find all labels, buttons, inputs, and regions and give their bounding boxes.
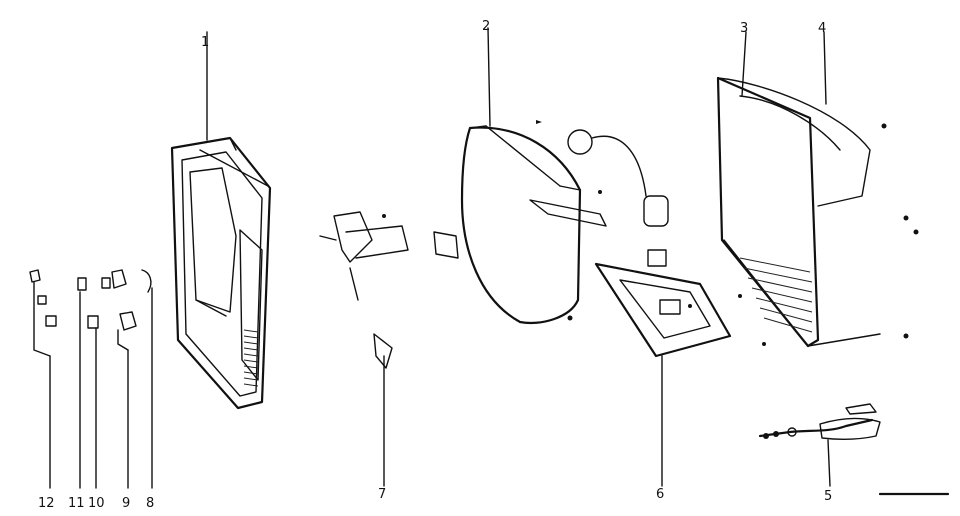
front-cabinet: [170, 31, 272, 410]
leader-line-4: [823, 31, 827, 105]
callout-label-4: 4: [818, 21, 826, 36]
knob-12-shape: [29, 269, 41, 283]
callout-label-9: 9: [122, 496, 130, 511]
knob-group: [29, 269, 153, 489]
knob-10-shape: [87, 315, 99, 329]
callout-label-7: 7: [378, 487, 386, 502]
callout-label-12: 12: [38, 496, 55, 511]
leader-line-5: [827, 439, 831, 487]
callout-label-10: 10: [88, 496, 105, 511]
callout-label-6: 6: [656, 487, 664, 502]
power-cord: [758, 403, 950, 496]
callout-label-11: 11: [68, 496, 85, 511]
knob-11-shape: [77, 277, 87, 291]
callout-label-5: 5: [824, 489, 832, 504]
leader-line-2: [487, 27, 491, 127]
callout-label-2: 2: [482, 19, 490, 34]
callout-label-8: 8: [146, 496, 154, 511]
main-chassis-board: [594, 195, 742, 487]
callout-label-1: 1: [201, 35, 209, 50]
leader-line-3: [741, 31, 747, 97]
control-assembly: [319, 211, 459, 487]
back-cover: [716, 31, 919, 348]
knob-8-shape: [141, 269, 152, 293]
picture-tube: [460, 27, 647, 325]
knob-9-shape: [111, 269, 127, 289]
callout-label-3: 3: [740, 21, 748, 36]
